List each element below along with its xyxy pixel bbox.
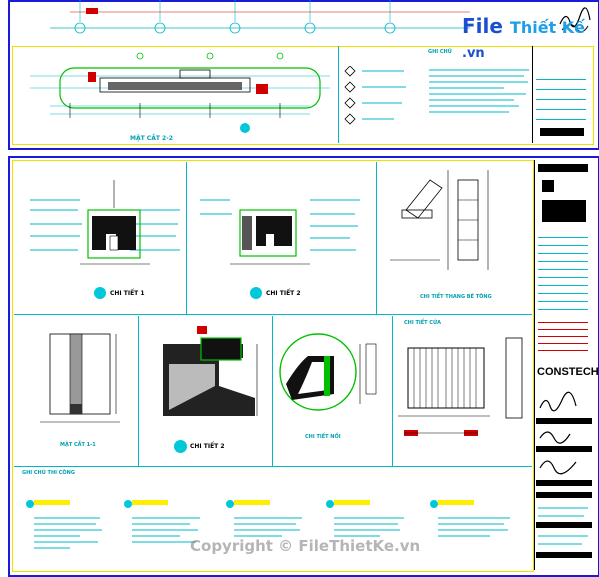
title-block-text-lines bbox=[538, 230, 588, 310]
section-1-1-drawing bbox=[40, 333, 120, 423]
joint-detail-label: CHI TIẾT NỐI bbox=[305, 434, 341, 440]
joint-detail-drawing bbox=[279, 333, 377, 411]
title-block bbox=[534, 160, 593, 570]
col-divider-b bbox=[376, 162, 377, 314]
legend-symbols bbox=[344, 66, 529, 125]
title-block-red-lines bbox=[538, 316, 588, 356]
stair-detail-drawing bbox=[390, 170, 489, 270]
bottom-notes-text-lines bbox=[26, 500, 510, 549]
section-1-1-label: MẶT CẮT 1-1 bbox=[60, 442, 96, 448]
detail-1-marker-icon bbox=[94, 287, 106, 299]
door-detail-label: CHI TIẾT CỬA bbox=[404, 320, 442, 326]
watermark-brand-left: File bbox=[462, 14, 503, 38]
detail-2b-label: CHI TIẾT 2 bbox=[190, 443, 225, 450]
col-divider-e bbox=[392, 316, 393, 466]
detail-2b-drawing bbox=[163, 326, 258, 416]
bottom-sheet-inner-frame bbox=[12, 160, 534, 572]
col-divider-c bbox=[138, 316, 139, 466]
row-divider-2 bbox=[14, 466, 532, 467]
note-5-header-bar bbox=[438, 500, 474, 505]
top-title-block bbox=[532, 46, 593, 143]
title-block-fill-1 bbox=[538, 164, 588, 172]
detail-2b-marker-icon bbox=[174, 440, 187, 453]
copyright-watermark: Copyright © FileThietKe.vn bbox=[190, 537, 421, 555]
top-divider bbox=[338, 46, 339, 143]
detail-2-label: CHI TIẾT 2 bbox=[266, 290, 301, 297]
detail-2-marker-icon bbox=[250, 287, 262, 299]
col-divider-a bbox=[186, 162, 187, 314]
watermark-brand-right: Thiết Kế bbox=[509, 18, 586, 37]
title-block-signatures bbox=[536, 391, 592, 558]
row-divider-1 bbox=[14, 314, 532, 315]
watermark-logo: File Thiết Kế .vn bbox=[462, 14, 599, 62]
note-1-header-bar bbox=[34, 500, 70, 505]
detail-1-drawing bbox=[30, 180, 180, 265]
notes-header: GHI CHÚ bbox=[428, 49, 452, 55]
notes-row-label: GHI CHÚ THI CÔNG bbox=[22, 470, 75, 476]
section-2-2-label: MẶT CẮT 2-2 bbox=[130, 135, 173, 142]
note-2-header-bar bbox=[132, 500, 168, 505]
title-block-fill-2 bbox=[542, 180, 554, 192]
top-title-lines bbox=[536, 70, 586, 120]
door-detail-drawing bbox=[398, 337, 523, 436]
company-name: CONSTECH bbox=[537, 366, 599, 378]
top-sheet-inner-frame bbox=[12, 46, 594, 145]
note-4-header-bar bbox=[334, 500, 370, 505]
col-divider-d bbox=[272, 316, 273, 466]
top-grid-axis bbox=[50, 0, 470, 34]
watermark-brand-tld: .vn bbox=[462, 46, 485, 61]
top-signature-image bbox=[559, 7, 591, 32]
detail-1-label: CHI TIẾT 1 bbox=[110, 290, 145, 297]
note-3-header-bar bbox=[234, 500, 270, 505]
stair-detail-label: CHI TIẾT THANG BÊ TÔNG bbox=[420, 294, 492, 300]
section-2-2-drawing bbox=[30, 52, 330, 133]
detail-2-drawing bbox=[200, 199, 360, 265]
top-title-fill bbox=[540, 128, 584, 136]
title-block-fill-3 bbox=[542, 200, 586, 222]
top-drawing-sheet bbox=[8, 0, 599, 150]
